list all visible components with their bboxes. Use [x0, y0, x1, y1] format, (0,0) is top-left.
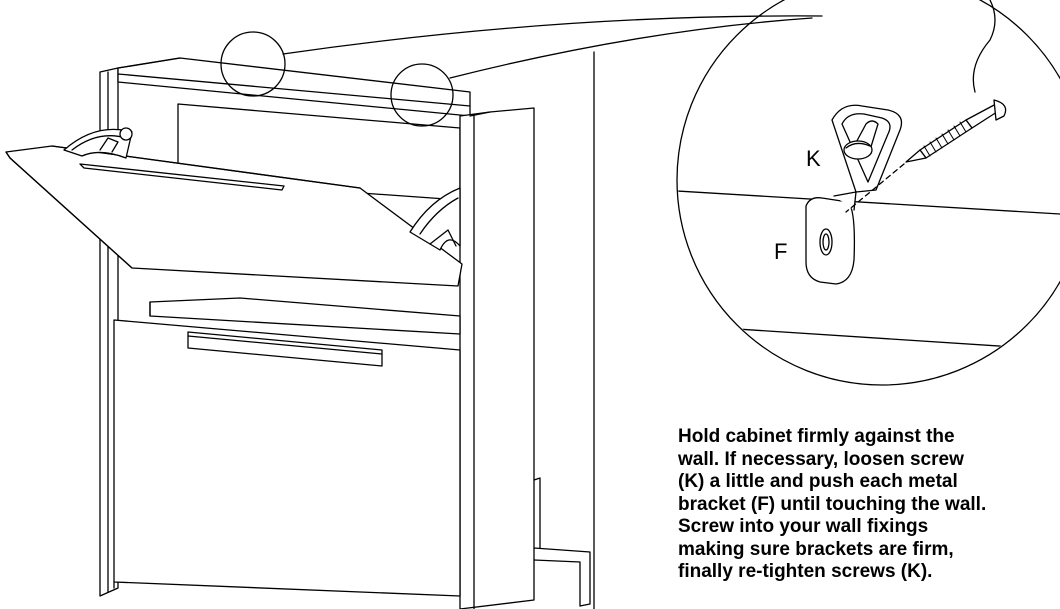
- upper-flap-handle: [79, 163, 285, 191]
- cabinet-right-side: [459, 107, 535, 609]
- shoe-cabinet: [5, 51, 595, 609]
- instruction-line: finally re-tighten screws (K).: [678, 561, 933, 582]
- bracket-label: F: [774, 239, 788, 264]
- instruction-line: Hold cabinet firmly against the: [678, 426, 955, 447]
- metal-bracket: [805, 104, 903, 285]
- cabinet-top: [117, 57, 471, 117]
- callout-circle-right: [390, 63, 454, 127]
- instruction-line: wall. If necessary, loosen screw: [678, 448, 964, 470]
- callout-line-lower: [449, 17, 813, 79]
- detail-view: [678, 99, 1060, 351]
- screw-head: [993, 99, 1007, 121]
- callout-circle-left: [220, 31, 286, 97]
- callout-pointer: [972, 0, 996, 93]
- cabinet-top-edge: [678, 189, 1060, 215]
- hinge-right: [409, 187, 461, 251]
- lower-flap: [113, 319, 461, 597]
- instruction-line: Screw into your wall fixings: [678, 516, 929, 537]
- detail-callout: [220, 0, 1060, 386]
- instruction-text: Hold cabinet firmly against the wall. If…: [678, 426, 1058, 584]
- instruction-line: (K) a little and push each metal: [678, 471, 958, 492]
- screw: [905, 99, 1007, 163]
- instruction-line: making sure brackets are firm,: [678, 538, 954, 560]
- instruction-line: bracket (F) until touching the wall.: [678, 493, 987, 515]
- callout-line-upper: [282, 15, 823, 55]
- detail-circle: [676, 0, 1060, 386]
- screw-label: K: [806, 146, 821, 171]
- screw-alignment-line: [845, 163, 905, 213]
- cabinet-lower-edge: [678, 323, 1060, 351]
